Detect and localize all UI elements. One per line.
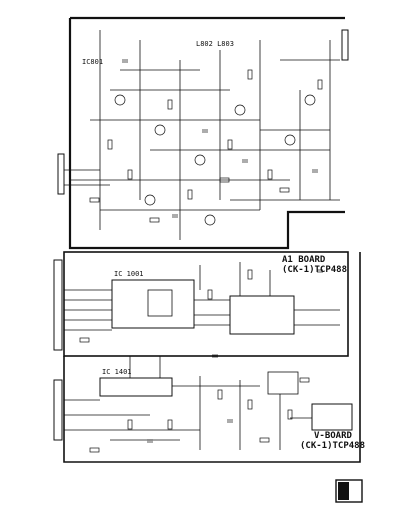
transistor-symbol [304,94,316,106]
resistor-symbol [167,419,173,430]
capacitor-symbol [312,169,318,173]
resistor-symbol [247,269,253,280]
transistor-symbol [154,124,166,136]
resistor-symbol [279,187,290,193]
resistor-symbol [127,169,133,180]
capacitor-symbol [227,419,233,423]
resistor-symbol [89,447,100,453]
resistor-symbol [247,69,253,80]
resistor-symbol [207,289,213,300]
ic-block-1 [111,279,195,329]
resistor-symbol [187,189,193,200]
ic-block-4 [311,403,353,431]
bottom-board-lower-outline [63,252,361,463]
module-label-2: (CK-1)TCP488 [300,441,366,451]
transistor-symbol [194,154,206,166]
top-board-label-upper: IC801 [82,58,104,66]
resistor-symbol [217,389,223,400]
capacitor-symbol [172,214,178,218]
connector-left-top [57,153,65,195]
transistor-symbol [114,94,126,106]
ic-label-2: IC 1401 [102,368,132,376]
capacitor-symbol [242,159,248,163]
capacitor-symbol [122,59,128,63]
bottom-board-title-line2: (CK-1)TCP488 [282,265,348,275]
module-label-1: V-BOARD [314,431,352,441]
capacitor-symbol [212,354,218,358]
capacitor-symbol [317,269,323,273]
bottom-board-outline [63,251,349,357]
resistor-symbol [247,399,253,410]
capacitor-symbol [202,129,208,133]
resistor-symbol [317,79,323,90]
resistor-symbol [287,409,293,420]
resistor-symbol [267,169,273,180]
resistor-symbol [89,197,100,203]
resistor-symbol [127,419,133,430]
transistor-symbol [204,214,216,226]
top-board-outline [68,16,345,250]
top-board-label-main: L802 L803 [196,40,234,48]
resistor-symbol [79,337,90,343]
connector-left-bottom-1 [53,259,63,351]
transistor-symbol [144,194,156,206]
resistor-symbol [219,177,230,183]
resistor-symbol [149,217,160,223]
ic-block-3 [99,377,173,397]
ic-block-2 [229,295,295,335]
resistor-symbol [227,139,233,150]
connector-left-bottom-2 [53,379,63,441]
ic-label-1: IC 1001 [114,270,144,278]
resistor-symbol [167,99,173,110]
resistor-symbol [299,377,310,383]
resistor-symbol [259,437,270,443]
connector-right-top [341,29,349,61]
capacitor-symbol [147,439,153,443]
ic-block-1-inner [147,289,173,317]
page-mark-icon [335,479,363,503]
bottom-board-title-line1: A1 BOARD [282,255,326,265]
transistor-symbol [234,104,246,116]
resistor-symbol [107,139,113,150]
transistor-symbol [284,134,296,146]
ic-block-5 [267,371,299,395]
